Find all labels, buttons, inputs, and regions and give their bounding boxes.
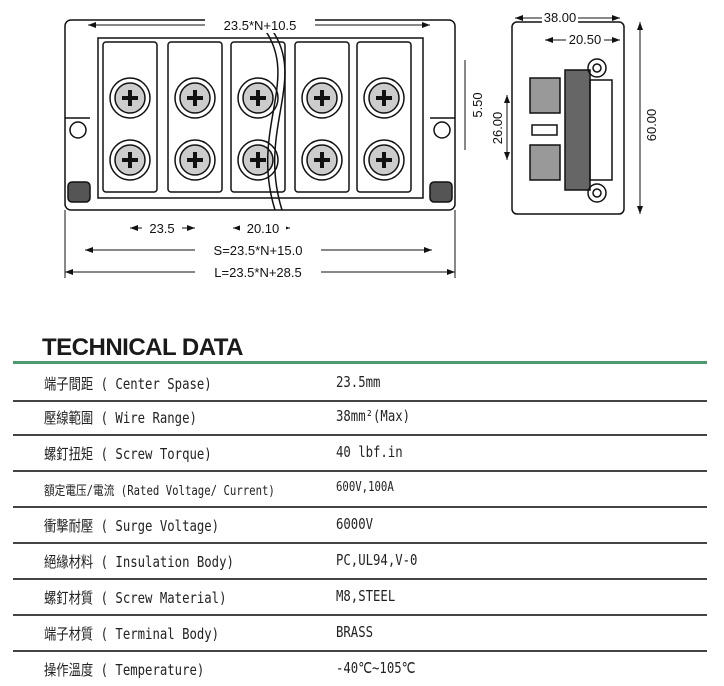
dim-notch: 5.50 <box>470 92 485 117</box>
spec-label: 螺釘扭矩 ( Screw Torque) <box>44 445 212 463</box>
spec-value: 600V,100A <box>336 480 394 495</box>
spec-value: PC,UL94,V-0 <box>336 551 418 569</box>
spec-row: 壓線範圍 ( Wire Range) 38mm²(Max) <box>13 398 707 436</box>
spec-value: -40℃~105℃ <box>336 659 416 677</box>
spec-row: 螺釘扭矩 ( Screw Torque) 40 lbf.in <box>13 434 707 472</box>
spec-value: 6000V <box>336 515 374 533</box>
spec-label: 操作溫度 ( Temperature) <box>44 661 205 679</box>
dim-side-depth: 38.00 <box>544 10 577 25</box>
dim-inner-height: 26.00 <box>490 112 505 145</box>
terminal-screw-pair <box>294 41 350 193</box>
spec-row: 衝擊耐壓 ( Surge Voltage) 6000V <box>13 506 707 544</box>
spec-row: 操作溫度 ( Temperature) -40℃~105℃ <box>13 650 707 686</box>
spec-label: 絕緣材料 ( Insulation Body) <box>44 553 234 571</box>
spec-label: 壓線範圍 ( Wire Range) <box>44 409 197 427</box>
spec-row: 端子材質 ( Terminal Body) BRASS <box>13 614 707 652</box>
front-view <box>64 19 456 211</box>
spec-value: 38mm²(Max) <box>336 407 411 425</box>
dim-side-half: 20.50 <box>569 32 602 47</box>
spec-value: M8,STEEL <box>336 587 396 605</box>
dim-gap: 20.10 <box>247 221 280 236</box>
spec-value: BRASS <box>336 623 374 641</box>
dim-pitch: 23.5 <box>149 221 174 236</box>
spec-label: 衝擊耐壓 ( Surge Voltage) <box>44 517 220 535</box>
terminal-screw-pair <box>356 41 412 193</box>
spec-value: 23.5mm <box>336 373 381 391</box>
spec-label: 端子間距 ( Center Spase) <box>44 375 212 393</box>
spec-label: 額定電压/電流 (Rated Voltage/ Current) <box>44 484 275 499</box>
terminal-screw-pair <box>167 41 223 193</box>
section-title: TECHNICAL DATA <box>42 334 243 361</box>
terminal-screw-pair <box>102 41 158 193</box>
technical-drawing: 23.5*N+10.5 23.5 20.10 S=23.5*N+15.0 L=2… <box>64 10 659 280</box>
title-rule <box>13 361 707 364</box>
dim-l-formula: L=23.5*N+28.5 <box>214 265 301 280</box>
terminal-screw-pair <box>230 41 286 193</box>
spec-label: 端子材質 ( Terminal Body) <box>44 625 220 643</box>
spec-row: 絕緣材料 ( Insulation Body) PC,UL94,V-0 <box>13 542 707 580</box>
spec-row: 端子間距 ( Center Spase) 23.5mm <box>13 364 707 402</box>
dim-top-width: 23.5*N+10.5 <box>224 18 297 33</box>
spec-row: 螺釘材質 ( Screw Material) M8,STEEL <box>13 578 707 616</box>
side-view <box>511 21 625 215</box>
spec-value: 40 lbf.in <box>336 443 403 461</box>
dim-s-formula: S=23.5*N+15.0 <box>214 243 303 258</box>
spec-label: 螺釘材質 ( Screw Material) <box>44 589 227 607</box>
dim-height: 60.00 <box>644 109 659 142</box>
spec-row: 額定電压/電流 (Rated Voltage/ Current) 600V,100… <box>13 470 707 508</box>
